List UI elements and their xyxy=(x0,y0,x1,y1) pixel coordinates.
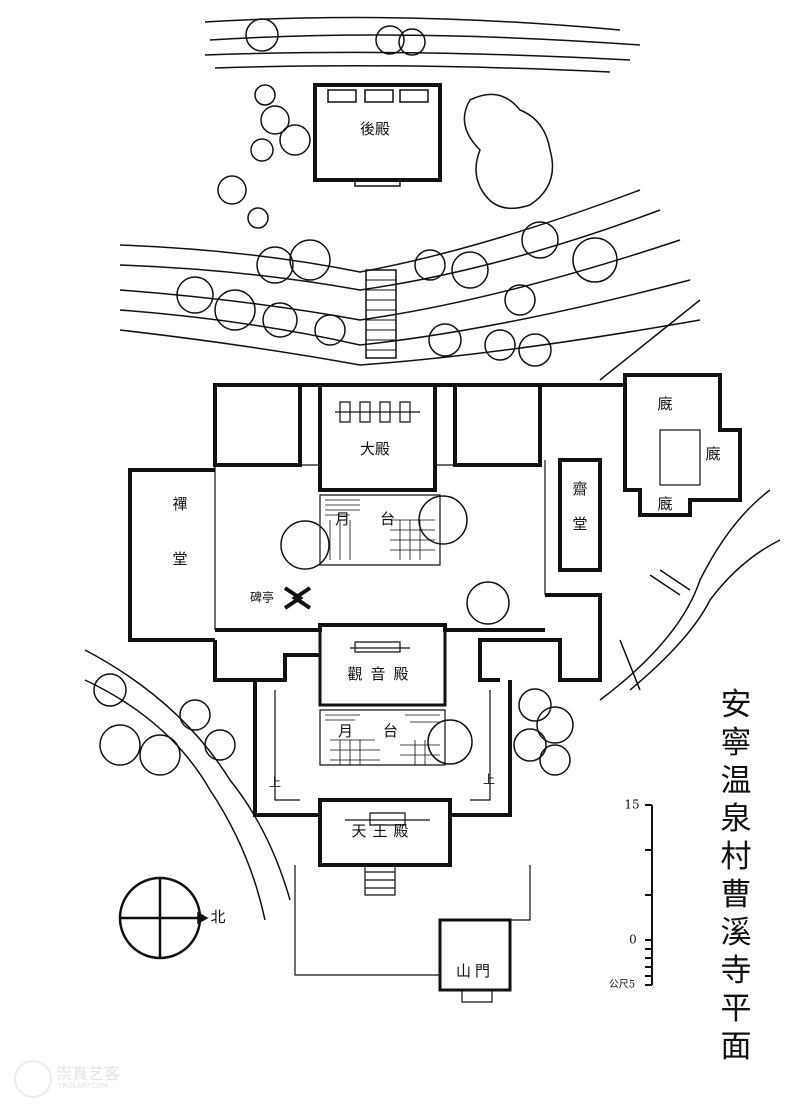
label-stable-2: 廐 xyxy=(705,445,720,463)
label-meditation-hall-2: 堂 xyxy=(172,550,187,568)
label-mountain-gate: 山門 xyxy=(456,962,494,980)
label-dining-hall-1: 齋 xyxy=(572,480,587,498)
label-stable-3: 廐 xyxy=(657,495,672,513)
label-stair-left: 上 xyxy=(269,776,281,790)
bridge xyxy=(365,269,397,359)
scale-bar xyxy=(645,804,653,986)
label-terrace-upper: 月台 xyxy=(335,510,425,528)
label-dining-hall: 齋堂 xyxy=(579,507,581,510)
watermark-en: TRUEART.COM xyxy=(58,1082,108,1090)
middle-stream xyxy=(119,189,701,381)
rear-hall xyxy=(313,83,442,187)
terrace-hatching xyxy=(325,499,440,765)
label-rear-hall: 後殿 xyxy=(360,120,390,138)
main-compound-walls xyxy=(128,373,742,867)
plan-title-text: 安寧温泉村曹溪寺平面 xyxy=(720,687,752,1065)
trees-top xyxy=(217,18,554,229)
watermark-logo-icon xyxy=(14,1060,52,1098)
north-label: 北 xyxy=(210,908,225,926)
label-dining-hall-2: 堂 xyxy=(572,515,587,533)
courtyard-lines xyxy=(214,401,701,1003)
top-stream xyxy=(204,16,641,73)
plan-title: 安寧温泉村曹溪寺平面 xyxy=(716,686,756,1066)
label-terrace-lower: 月台 xyxy=(338,722,428,740)
label-stable-1: 廐 xyxy=(657,395,672,413)
north-arrow xyxy=(118,876,209,960)
side-streams xyxy=(84,489,781,921)
label-main-hall: 大殿 xyxy=(360,440,390,458)
courtyard-trees xyxy=(280,495,574,776)
label-stair-right: 上 xyxy=(483,773,495,787)
label-heavenly-kings-hall: 天王殿 xyxy=(351,822,414,840)
label-meditation-hall-1: 禪 xyxy=(172,495,187,513)
scale-label-zero: 0 xyxy=(629,933,637,947)
scale-label-bottom: 公尺5 xyxy=(609,979,635,991)
label-meditation-hall: 禪堂 xyxy=(179,531,181,534)
watermark-cn: 崇真艺客 xyxy=(56,1064,121,1083)
scale-label-top: 15 xyxy=(624,798,639,812)
stele-pavilion-symbol xyxy=(283,586,312,610)
label-stele-pavilion: 碑亭 xyxy=(250,590,274,605)
label-guanyin-hall: 觀音殿 xyxy=(347,665,416,683)
